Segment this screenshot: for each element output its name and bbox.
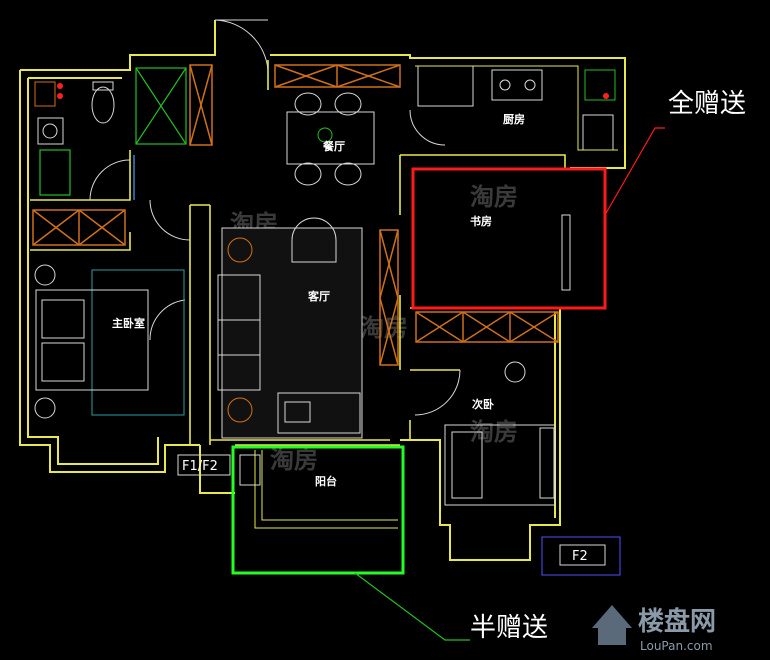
room-label-balcony: 阳台 [315,474,337,488]
dining-furniture [286,92,375,186]
full-gift-leader-line [604,127,665,216]
room-label-study: 书房 [470,214,492,228]
room-label-kitchen: 厨房 [503,112,525,126]
logo-url: LouPan.com [640,639,713,653]
floor-tag-f1f2-box [177,454,231,476]
full-gift-area-box [411,167,607,310]
floor-tag-f2-box [559,544,606,566]
room-label-living: 客厅 [307,289,330,303]
floor-tag-f1f2: F1/F2 [182,459,218,474]
kitchen-fixtures [415,65,618,151]
half-gift-area-box [231,445,405,575]
master-bedroom-furniture [34,264,185,419]
room-label-dining: 餐厅 [322,139,345,153]
floor-tag-f2-outer-box [541,536,621,576]
second-bedroom-furniture [444,361,556,506]
half-gift-leader-line [354,572,470,641]
room-label-master-bedroom: 主卧室 [112,316,145,330]
sanitary-ware [34,81,115,145]
room-label-second-bedroom: 次卧 [472,397,494,411]
study-window [561,214,571,291]
living-furniture [217,217,363,439]
annotation-full-gift: 全赠送 [668,89,746,119]
built-in-cabinets [32,64,559,366]
floor-tag-f2: F2 [572,549,588,564]
bathroom-fixtures [39,67,187,200]
annotation-half-gift: 半赠送 [470,613,548,643]
logo-name: 楼盘网 [638,606,716,637]
watermark-taofang-3: 淘房 [470,183,518,211]
house-icon [592,605,632,645]
exterior-walls [19,20,626,561]
loupan-logo: 楼盘网 LouPan.com [592,605,716,653]
watermark-taofang-5: 淘房 [270,446,318,474]
door-swings [89,19,461,416]
balcony-railing [239,450,398,529]
